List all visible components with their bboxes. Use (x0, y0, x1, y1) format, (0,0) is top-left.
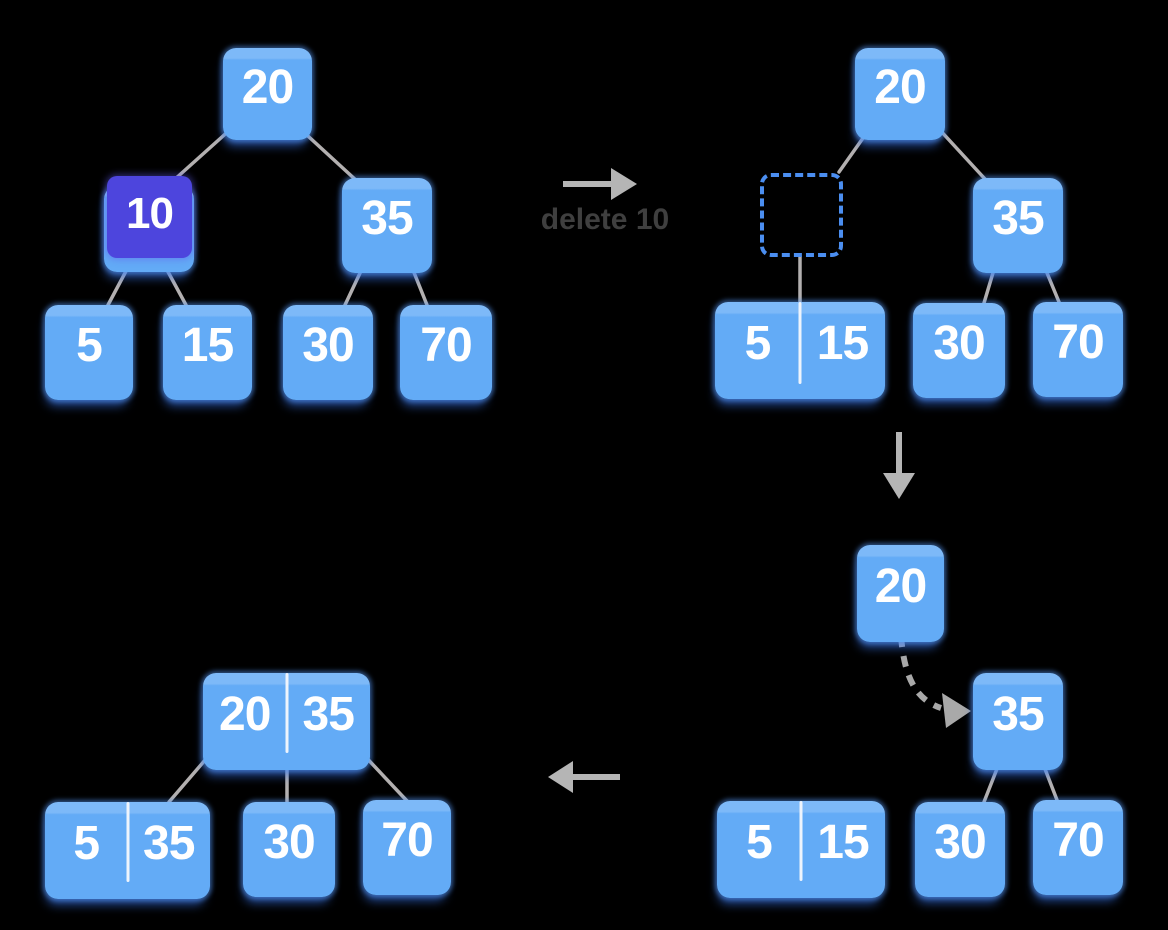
node-value: 70 (1052, 814, 1104, 867)
node-value: 20 (874, 560, 927, 613)
tree1-leaf-5: 5 (45, 305, 133, 400)
node-value: 35 (992, 192, 1044, 245)
node-value: 70 (1052, 316, 1104, 369)
node-value: 35 (361, 192, 413, 245)
node-key-divider (285, 673, 288, 753)
tree1-node-35: 35 (342, 178, 432, 273)
tree1-node-root: 20 (223, 48, 312, 140)
node-value-left: 5 (746, 816, 773, 869)
tree3-node-root: 20 (857, 545, 944, 642)
edge-20-10 (172, 126, 234, 182)
tree4-node-root-20-35: 20 35 (203, 673, 370, 770)
tree3-merged-leaf-5-15: 5 15 (717, 801, 885, 898)
node-value-left: 20 (219, 688, 271, 741)
tree3-leaf-70: 70 (1033, 800, 1123, 895)
node-key-divider (126, 802, 129, 882)
demote-dashed-arrow (898, 635, 971, 728)
node-value: 30 (934, 816, 986, 869)
node-value-left: 5 (744, 317, 772, 370)
tree3-leaf-30: 30 (915, 802, 1005, 897)
arrow-head-down-icon (883, 473, 915, 499)
arrow-head-left-icon (548, 761, 573, 793)
node-value: 20 (241, 60, 294, 114)
arrow-head-right-icon (611, 168, 637, 200)
node-value: 30 (263, 816, 315, 869)
node-value-right: 35 (143, 817, 195, 870)
node-value: 10 (126, 189, 174, 238)
node-value: 15 (181, 319, 234, 372)
node-key-divider (798, 302, 802, 385)
tree2-leaf-70: 70 (1033, 302, 1123, 397)
node-value-right: 15 (816, 317, 869, 370)
tree2-deleted-node-placeholder (760, 173, 843, 257)
tree4-leaf-70: 70 (363, 800, 451, 895)
tree1-leaf-15: 15 (163, 305, 252, 400)
node-value-left: 5 (73, 817, 100, 870)
tree2-leaf-30: 30 (913, 303, 1005, 398)
tree1-node-highlighted-10: 10 (107, 176, 192, 258)
node-key-divider (799, 801, 803, 881)
tree2-node-35: 35 (973, 178, 1063, 273)
dashed-arc (898, 635, 943, 711)
arrow-head-right-icon (942, 693, 971, 728)
delete-action-label: delete 10 (540, 203, 670, 236)
node-value-right: 15 (817, 816, 869, 869)
node-value: 20 (874, 60, 926, 114)
node-value-right: 35 (302, 688, 355, 741)
node-value: 70 (420, 319, 472, 372)
tree4-merged-leaf-5-35: 5 35 (45, 802, 210, 899)
step-arrow-left (548, 761, 620, 793)
tree3-node-35: 35 (973, 673, 1063, 770)
tree1-leaf-30: 30 (283, 305, 373, 400)
edge-20-35 (936, 126, 987, 181)
tree1-leaf-70: 70 (400, 305, 492, 400)
step-arrow-down (883, 432, 915, 499)
tree4-leaf-30: 30 (243, 802, 335, 897)
tree2-merged-leaf-5-15: 5 15 (715, 302, 885, 399)
step-arrow-right (563, 168, 637, 200)
node-value: 30 (933, 317, 985, 370)
node-value: 5 (76, 319, 103, 372)
node-value: 35 (992, 688, 1044, 741)
tree2-node-root: 20 (855, 48, 945, 140)
node-value: 30 (302, 319, 354, 372)
node-value: 70 (381, 814, 433, 867)
